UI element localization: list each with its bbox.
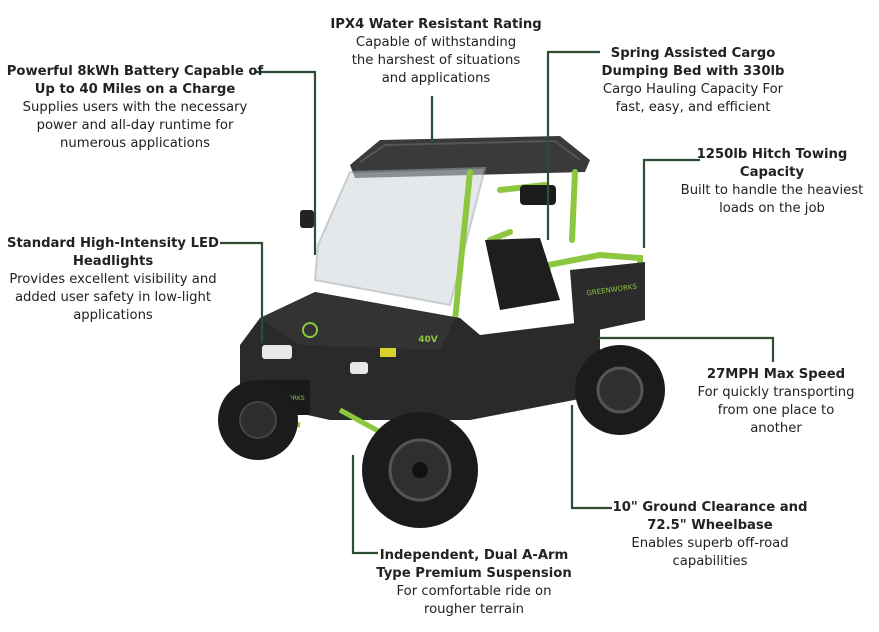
leader-headlights [220, 241, 264, 343]
feature-title: IPX4 Water Resistant Rating [330, 17, 542, 32]
feature-desc: Built to handle the heaviest loads on th… [680, 183, 864, 216]
leader-clearance [570, 405, 612, 510]
feature-title: 1250lb Hitch Towing Capacity [696, 147, 848, 180]
wheel-front-right [362, 412, 478, 528]
roof [350, 136, 590, 178]
feature-title: Standard High-Intensity LED Headlights [7, 236, 219, 269]
wheel-rear [575, 345, 665, 435]
leader-suspension [351, 455, 378, 555]
feature-title: Spring Assisted Cargo Dumping Bed with 3… [601, 46, 785, 79]
feature-title: Independent, Dual A-Arm Type Premium Sus… [376, 548, 572, 581]
feature-speed: 27MPH Max Speed For quickly transporting… [676, 366, 876, 438]
feature-title: 27MPH Max Speed [706, 367, 846, 382]
mirror [300, 210, 314, 228]
feature-desc: For comfortable ride on rougher terrain [396, 584, 552, 617]
leader-hitch [642, 158, 700, 248]
feature-desc: For quickly transporting from one place … [697, 385, 855, 436]
hood-logo [302, 322, 318, 338]
feature-water-resistance: IPX4 Water Resistant Rating Capable of w… [318, 16, 554, 88]
windshield [313, 166, 487, 307]
seat [485, 238, 560, 310]
feature-title: 10" Ground Clearance and 72.5" Wheelbase [612, 500, 808, 533]
cargo-bed [570, 262, 645, 335]
feature-desc: Capable of withstanding the harshest of … [351, 35, 521, 86]
wheel-front-left [218, 380, 298, 460]
feature-cargo-bed: Spring Assisted Cargo Dumping Bed with 3… [588, 45, 798, 117]
feature-desc: Supplies users with the necessary power … [22, 100, 248, 151]
feature-desc: Enables superb off-road capabilities [631, 536, 789, 569]
feature-desc: Cargo Hauling Capacity For fast, easy, a… [602, 82, 784, 115]
feature-battery: Powerful 8kWh Battery Capable of Up to 4… [6, 63, 264, 153]
feature-desc: Provides excellent visibility and added … [9, 272, 217, 323]
feature-ground-clearance: 10" Ground Clearance and 72.5" Wheelbase… [608, 499, 812, 571]
feature-title: Powerful 8kWh Battery Capable of Up to 4… [6, 64, 264, 97]
headlight-right [350, 362, 368, 374]
feature-suspension: Independent, Dual A-Arm Type Premium Sus… [372, 547, 576, 619]
feature-hitch: 1250lb Hitch Towing Capacity Built to ha… [672, 146, 872, 218]
leader-cargo [546, 50, 600, 240]
hood-badge: 40V [418, 335, 438, 345]
feature-headlights: Standard High-Intensity LED Headlights P… [0, 235, 226, 325]
leader-speed [598, 336, 775, 362]
leader-battery [254, 70, 317, 255]
headlight-left [262, 345, 292, 359]
